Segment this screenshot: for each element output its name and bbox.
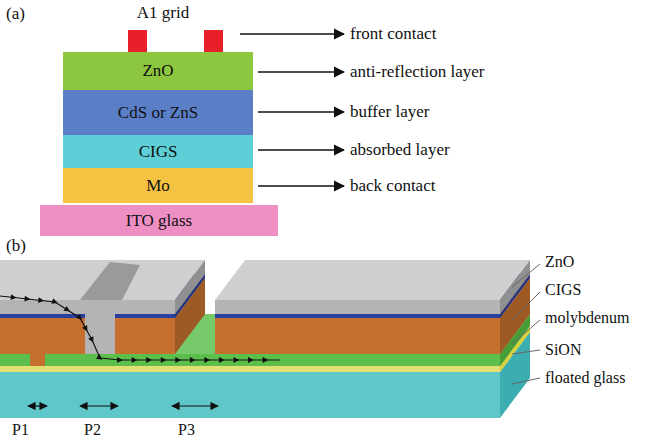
layer-role: buffer layer	[350, 103, 429, 122]
pointer-arrow	[240, 33, 344, 35]
mo-layer	[45, 314, 530, 366]
layer-name: ZnO	[142, 61, 173, 81]
cigs-layer-front	[215, 318, 500, 354]
panel-letter: (a)	[6, 5, 25, 24]
dimension-arrow	[172, 405, 218, 406]
layer-name: molybdenum	[545, 309, 629, 327]
zno-layer	[0, 260, 205, 314]
p2-groove	[80, 262, 140, 300]
p1-fill	[30, 354, 45, 366]
zno-layer-top	[215, 260, 530, 300]
pointer-arrows	[240, 34, 344, 186]
dimension-arrow	[28, 405, 47, 406]
part-name: A1 grid	[137, 4, 189, 23]
pointer-arrow	[258, 111, 344, 113]
layer-box: Mo	[63, 168, 253, 203]
buffer-layer-front	[215, 314, 500, 318]
layer-name: CIGS	[545, 281, 581, 299]
mo-layer-top	[45, 314, 530, 354]
current-path	[0, 296, 280, 360]
leader-line	[512, 264, 540, 287]
layer-role: anti-reflection layer	[350, 63, 485, 82]
pointer-arrow	[258, 71, 344, 73]
dimension-arrow	[80, 405, 118, 406]
buffer-layer-front	[0, 314, 85, 318]
scribe-width-arrows	[28, 405, 218, 406]
layer-name: Mo	[146, 176, 170, 196]
p2-fill	[85, 314, 115, 354]
layer-box: CdS or ZnS	[63, 90, 253, 135]
layer-name: floated glass	[545, 369, 625, 387]
leader-lines	[512, 264, 540, 384]
leader-line	[512, 378, 540, 384]
sion-layer-front	[0, 366, 500, 372]
scribe-name: P2	[84, 421, 101, 439]
layer-box: CIGS	[63, 135, 253, 168]
layer-role: front contact	[350, 25, 436, 44]
layer-name: CIGS	[139, 142, 178, 162]
panel-letter: (b)	[6, 237, 26, 256]
pointer-arrow	[258, 149, 344, 151]
zno-layer-front	[215, 300, 500, 314]
layer-role: back contact	[350, 177, 435, 196]
layer-name: CdS or ZnS	[118, 103, 198, 123]
mo-layer-front	[0, 354, 30, 366]
zno-layer-front	[0, 300, 175, 314]
layer-name: ZnO	[545, 253, 574, 271]
buffer-layer-front	[115, 314, 175, 318]
layer-box: ZnO	[63, 52, 253, 90]
zno-layer-top	[0, 260, 205, 300]
layer-name: SiON	[545, 341, 581, 359]
cigs-layer-front	[115, 318, 175, 354]
scribe-name: P1	[12, 421, 29, 439]
layer-name: ITO glass	[126, 211, 192, 231]
glass-layer-front	[0, 372, 500, 418]
scribe-name: P3	[178, 421, 195, 439]
cigs-layer-front	[0, 318, 85, 354]
al-grid-finger	[204, 30, 223, 52]
al-grid-finger	[128, 30, 147, 52]
leader-line	[512, 320, 540, 344]
layer-role: absorbed layer	[350, 141, 450, 160]
leader-line	[512, 292, 540, 320]
layer-box: ITO glass	[40, 205, 278, 236]
zno-layer-side	[175, 260, 205, 314]
module-cross-section	[0, 260, 530, 418]
leader-line	[512, 350, 540, 354]
pointer-arrow	[258, 185, 344, 187]
zno-layer	[215, 260, 530, 314]
